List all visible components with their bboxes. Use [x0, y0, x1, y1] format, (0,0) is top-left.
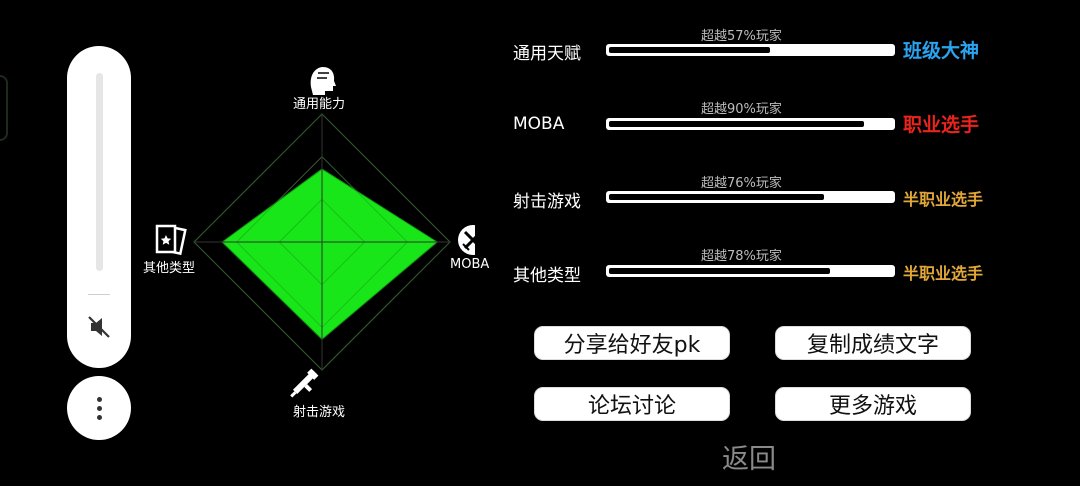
divider: [88, 294, 110, 295]
progress-fill: [609, 47, 771, 53]
swords-icon: [458, 225, 475, 255]
stat-caption: 超越90%玩家: [701, 102, 782, 117]
volume-slider[interactable]: [96, 73, 103, 271]
radar-axis-label-moba: MOBA: [450, 257, 490, 272]
stat-label: 射击游戏: [513, 192, 581, 212]
card-icon: [155, 224, 187, 256]
rank-badge: 班级大神: [903, 40, 980, 62]
radar-axis-label-other: 其他类型: [143, 261, 196, 276]
speaker-muted-icon[interactable]: [86, 314, 112, 340]
stat-caption: 超越57%玩家: [701, 29, 782, 44]
progress-fill: [609, 194, 825, 200]
head-icon: [310, 67, 336, 95]
radar-shape: [221, 168, 439, 340]
back-button[interactable]: 返回: [722, 444, 776, 475]
radar-axis-label-general: 通用能力: [293, 97, 346, 112]
rank-badge: 半职业选手: [903, 190, 984, 209]
rank-badge: 职业选手: [903, 114, 980, 136]
volume-panel: [67, 46, 131, 368]
more-games-button[interactable]: 更多游戏: [775, 387, 971, 421]
share-pk-button[interactable]: 分享给好友pk: [534, 326, 730, 360]
copy-score-button[interactable]: 复制成绩文字: [775, 326, 971, 360]
stat-label: MOBA: [513, 114, 565, 134]
radar-axis-label-shooter: 射击游戏: [293, 405, 346, 420]
stat-label: 其他类型: [513, 266, 581, 286]
more-options-button[interactable]: [67, 376, 131, 440]
dot-icon: [97, 397, 102, 402]
rank-badge: 半职业选手: [903, 264, 984, 283]
stat-caption: 超越76%玩家: [701, 176, 782, 191]
progress-bar: [606, 265, 895, 277]
radar-chart: [155, 67, 475, 398]
dot-icon: [97, 406, 102, 411]
rifle-icon: [290, 368, 319, 398]
edge-handle[interactable]: [0, 75, 8, 141]
stat-label: 通用天赋: [513, 44, 581, 64]
stat-caption: 超越78%玩家: [701, 249, 782, 264]
forum-button[interactable]: 论坛讨论: [534, 387, 730, 421]
progress-fill: [609, 268, 830, 274]
dot-icon: [97, 415, 102, 420]
progress-bar: [606, 44, 895, 56]
progress-fill: [609, 121, 864, 127]
progress-bar: [606, 191, 895, 203]
progress-bar: [606, 118, 895, 130]
